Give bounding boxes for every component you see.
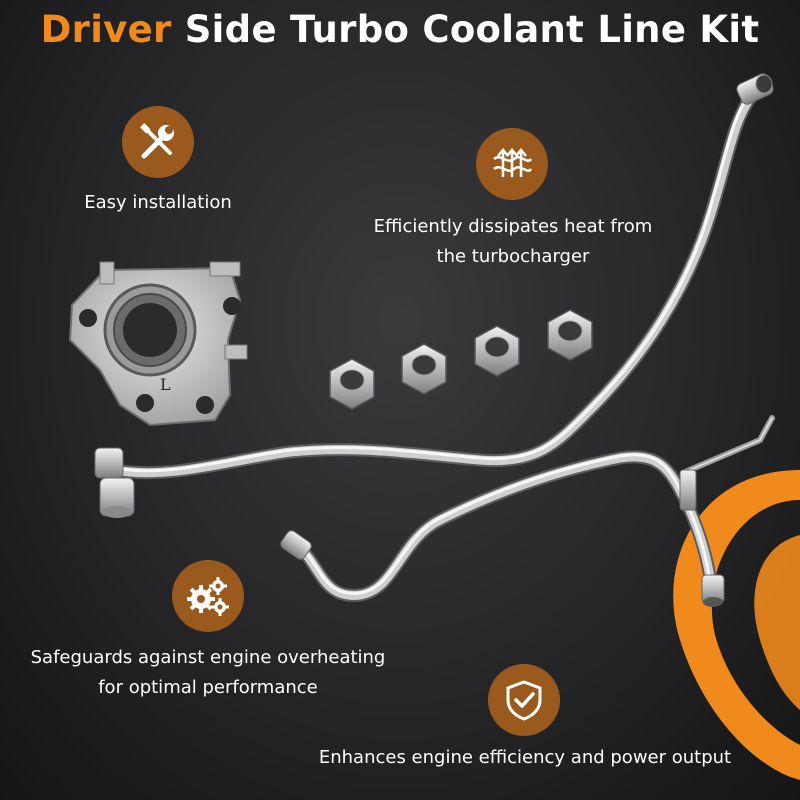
feature-line: the turbocharger [436,246,590,267]
feature-badge-safeguards [172,560,244,632]
feature-text-heat: Efficiently dissipates heat from the tur… [358,212,668,272]
tools-icon [140,123,174,159]
feature-badge-installation [122,106,194,178]
upper-coolant-line [94,73,774,518]
gears-icon [187,577,229,616]
feature-text-efficiency: Enhances engine efficiency and power out… [300,743,750,773]
feature-badge-heat [476,128,548,200]
title-rest: Side Turbo Coolant Line Kit [184,8,760,51]
feature-line: for optimal performance [98,677,318,698]
page-title: Driver Side Turbo Coolant Line Kit [0,8,800,51]
feature-line: Safeguards against engine overheating [30,647,386,668]
feature-text-safeguards: Safeguards against engine overheating fo… [18,643,398,703]
feature-line: Easy installation [84,192,232,213]
feature-line: Efficiently dissipates heat from [373,216,653,237]
feature-badge-efficiency [488,664,560,736]
gasket-marking: L [160,375,171,394]
fitting-nuts [329,309,593,410]
title-accent: Driver [40,8,172,51]
shield-check-icon [506,680,542,721]
gasket [68,261,248,427]
feature-line: Enhances engine efficiency and power out… [318,747,732,768]
lower-coolant-line [280,415,775,607]
heat-dissipation-icon [493,148,533,177]
feature-text-installation: Easy installation [58,188,258,218]
